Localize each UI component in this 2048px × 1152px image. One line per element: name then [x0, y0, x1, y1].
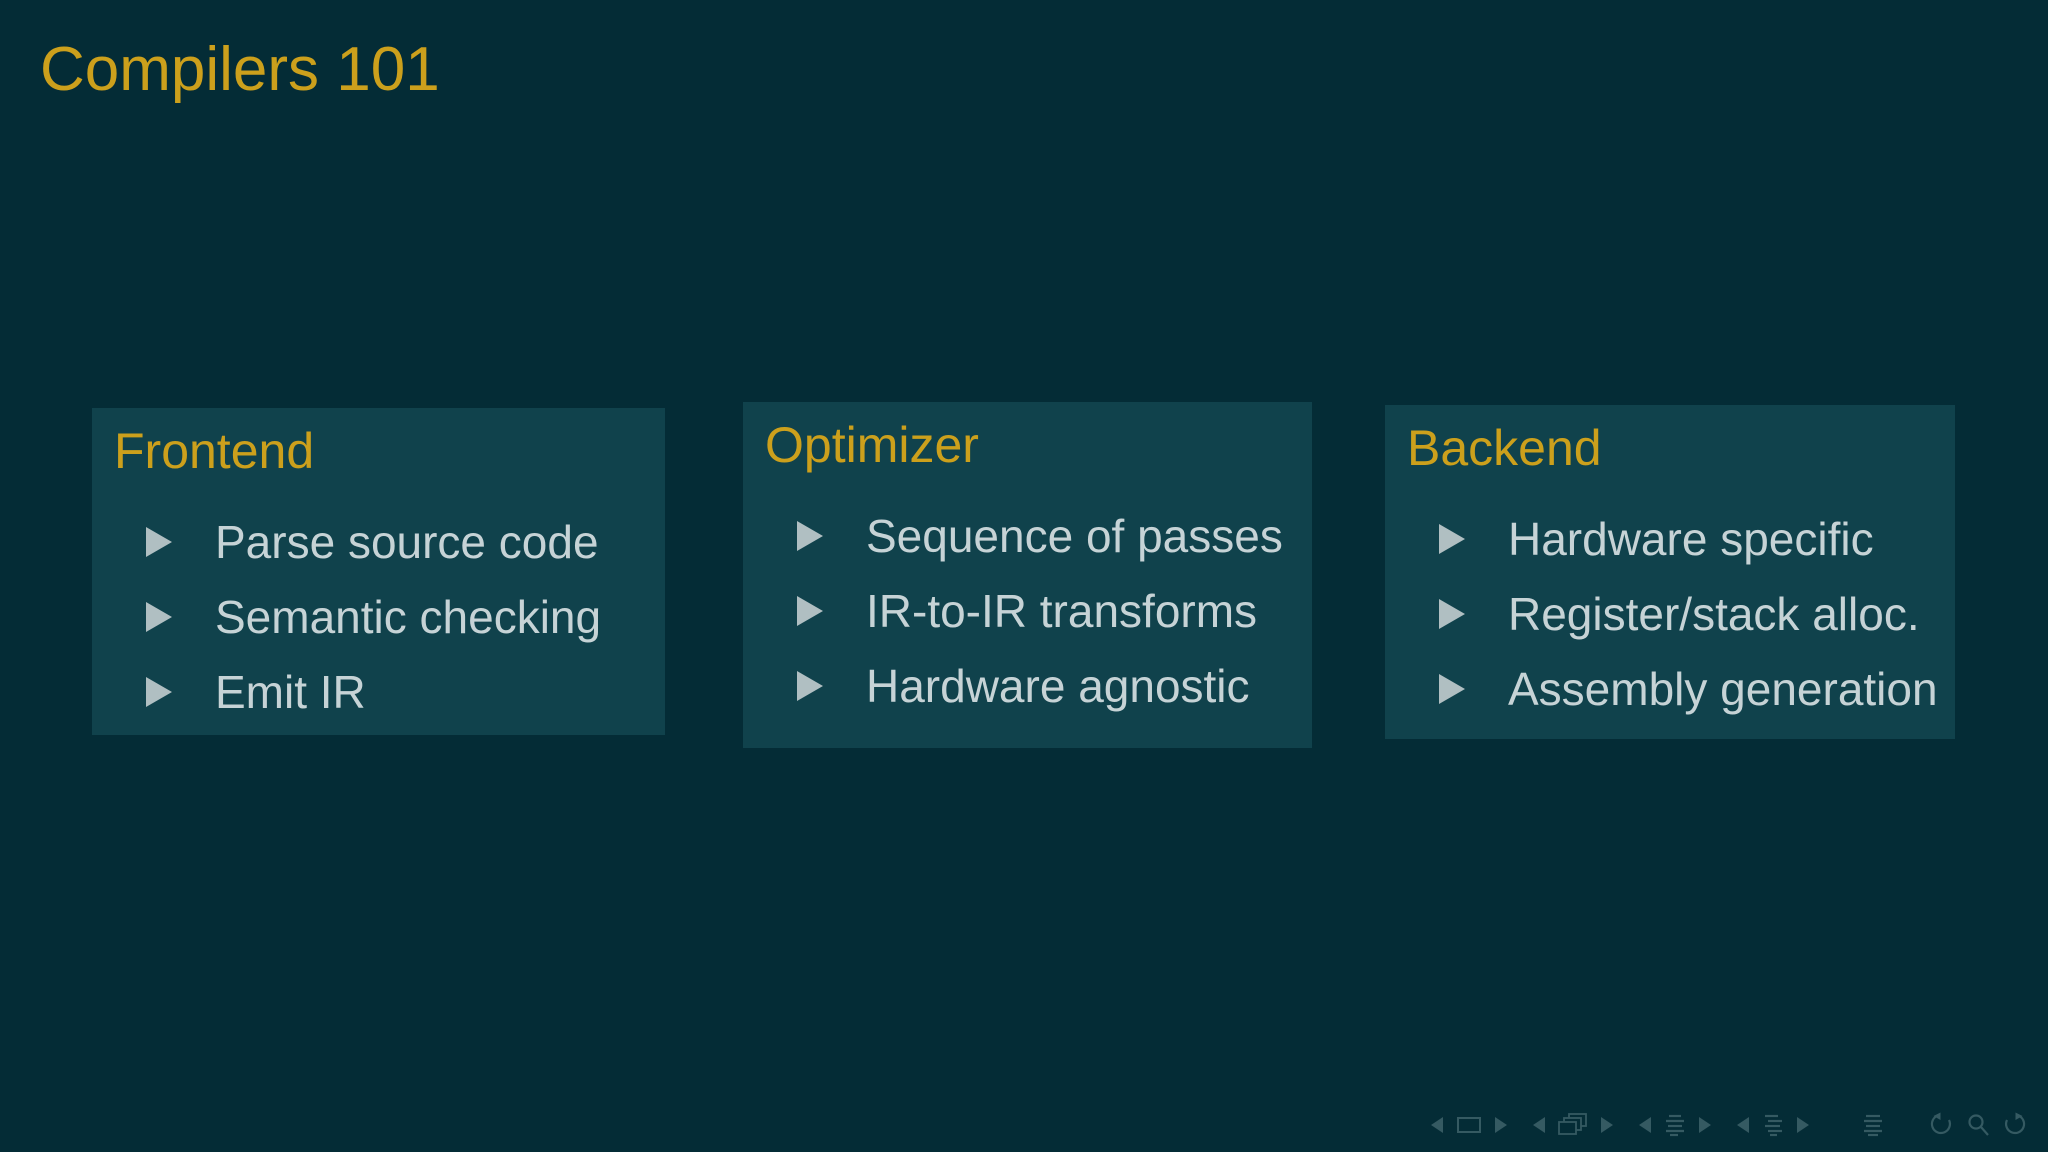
back-icon[interactable] [1928, 1112, 1954, 1138]
list-item: Assembly generation [1385, 651, 1955, 726]
list-item: Hardware agnostic [743, 648, 1312, 723]
block-backend-bullets: Hardware specific Register/stack alloc. … [1385, 501, 1955, 726]
list-item: Sequence of passes [743, 498, 1312, 573]
triangle-bullet-icon [797, 670, 823, 701]
triangle-bullet-icon [146, 526, 172, 557]
list-item: Emit IR [92, 654, 665, 729]
triangle-bullet-icon [1439, 523, 1465, 554]
next-subsection-arrow-icon[interactable] [1698, 1116, 1712, 1134]
history-search-group [1928, 1112, 2028, 1138]
next-frame-arrow-icon[interactable] [1600, 1116, 1614, 1134]
block-frontend-title: Frontend [114, 423, 315, 479]
block-optimizer-title: Optimizer [765, 417, 979, 473]
block-frontend: Frontend Parse source code Semantic chec… [92, 408, 665, 735]
next-slide-arrow-icon[interactable] [1494, 1116, 1508, 1134]
forward-icon[interactable] [2002, 1112, 2028, 1138]
triangle-bullet-icon [146, 676, 172, 707]
bullet-label: Sequence of passes [866, 509, 1283, 562]
bullet-label: Parse source code [215, 515, 599, 568]
block-backend-title: Backend [1407, 420, 1602, 476]
slide-title: Compilers 101 [40, 35, 440, 104]
bullet-label: Hardware agnostic [866, 659, 1250, 712]
block-optimizer-bullets: Sequence of passes IR-to-IR transforms H… [743, 498, 1312, 723]
bullet-label: Emit IR [215, 665, 366, 718]
bullet-label: Assembly generation [1508, 662, 1938, 715]
next-section-arrow-icon[interactable] [1796, 1116, 1810, 1134]
block-optimizer: Optimizer Sequence of passes IR-to-IR tr… [743, 402, 1312, 748]
section-nav-group [1736, 1113, 1810, 1137]
block-backend: Backend Hardware specific Register/stack… [1385, 405, 1955, 739]
section-icon[interactable] [1762, 1113, 1784, 1137]
triangle-bullet-icon [146, 601, 172, 632]
triangle-bullet-icon [797, 595, 823, 626]
prev-subsection-arrow-icon[interactable] [1638, 1116, 1652, 1134]
subsection-icon[interactable] [1664, 1113, 1686, 1137]
bullet-label: Register/stack alloc. [1508, 587, 1920, 640]
prev-frame-arrow-icon[interactable] [1532, 1116, 1546, 1134]
triangle-bullet-icon [1439, 598, 1465, 629]
beamer-navigation-bar [1430, 1108, 2028, 1142]
presentation-icon[interactable] [1862, 1113, 1884, 1137]
search-icon[interactable] [1966, 1112, 1990, 1138]
bullet-label: IR-to-IR transforms [866, 584, 1258, 637]
prev-section-arrow-icon[interactable] [1736, 1116, 1750, 1134]
triangle-bullet-icon [1439, 673, 1465, 704]
list-item: Semantic checking [92, 579, 665, 654]
list-item: Register/stack alloc. [1385, 576, 1955, 651]
frames-icon[interactable] [1558, 1112, 1588, 1138]
bullet-label: Hardware specific [1508, 512, 1874, 565]
list-item: Parse source code [92, 504, 665, 579]
list-item: Hardware specific [1385, 501, 1955, 576]
triangle-bullet-icon [797, 520, 823, 551]
slide-icon[interactable] [1456, 1115, 1482, 1135]
frame-nav-group [1532, 1112, 1614, 1138]
block-frontend-bullets: Parse source code Semantic checking Emit… [92, 504, 665, 729]
slide-nav-group [1430, 1115, 1508, 1135]
prev-slide-arrow-icon[interactable] [1430, 1116, 1444, 1134]
subsection-nav-group [1638, 1113, 1712, 1137]
list-item: IR-to-IR transforms [743, 573, 1312, 648]
bullet-label: Semantic checking [215, 590, 602, 643]
